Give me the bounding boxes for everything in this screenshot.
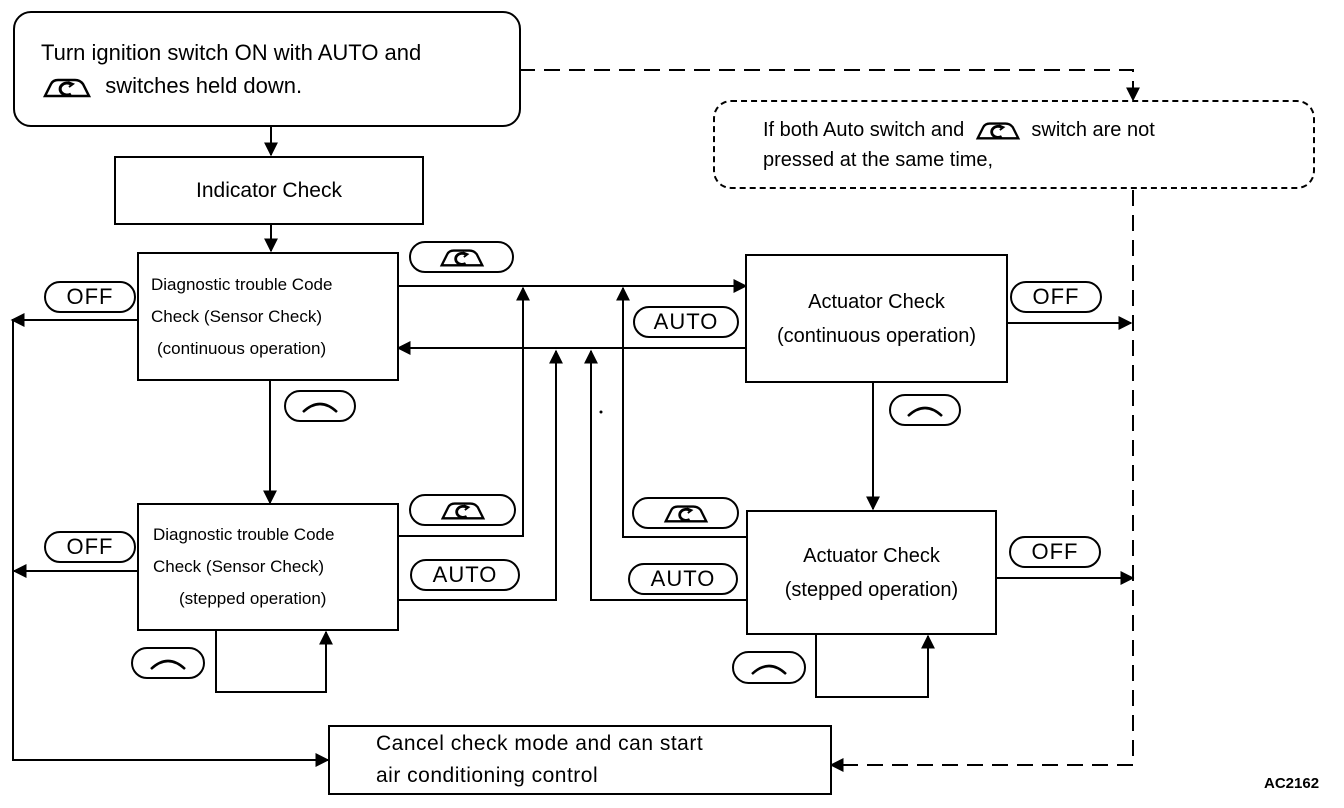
cancel-line-2: air conditioning control xyxy=(376,764,599,787)
edge-right-rail-to-cancel xyxy=(829,190,1134,772)
actuator-stepped-line-2: (stepped operation) xyxy=(784,578,959,601)
actuator-stepped-line-1: Actuator Check xyxy=(803,544,940,567)
start-line-1: Turn ignition switch ON with AUTO and xyxy=(41,40,422,65)
edge-left-rail-to-cancel xyxy=(12,320,330,767)
dtc-stepped-line-1: Diagnostic trouble Code xyxy=(153,525,335,544)
auto-label: AUTO xyxy=(650,566,716,591)
auto-button-actuator-continuous: AUTO xyxy=(633,306,739,338)
dtc-continuous-line-2: Check (Sensor Check) xyxy=(151,306,323,326)
auto-label: AUTO xyxy=(653,309,719,334)
auto-label: AUTO xyxy=(432,562,498,587)
up-switch-icon xyxy=(148,655,188,671)
stray-dot xyxy=(599,410,603,414)
off-button-actuator-continuous: OFF xyxy=(1010,281,1102,313)
actuator-continuous-line-2: (continuous operation) xyxy=(776,324,976,347)
off-label: OFF xyxy=(1032,284,1080,309)
actuator-stepped-node: Actuator Check (stepped operation) xyxy=(746,510,997,635)
recirc-button-dtc-stepped xyxy=(409,494,516,526)
off-button-actuator-stepped: OFF xyxy=(1009,536,1101,568)
auto-button-dtc-stepped: AUTO xyxy=(410,559,520,591)
actuator-continuous-line-1: Actuator Check xyxy=(808,290,945,313)
edge-dtc-stepped-auto xyxy=(398,349,563,601)
recirculation-switch-icon xyxy=(659,501,713,525)
recirculation-switch-icon xyxy=(435,245,489,269)
up-button-dtc-stepped xyxy=(131,647,205,679)
dtc-stepped-node: Diagnostic trouble Code Check (Sensor Ch… xyxy=(137,503,399,631)
note-line-2: pressed at the same time, xyxy=(763,148,994,171)
off-label: OFF xyxy=(1031,539,1079,564)
recirc-button-actuator-stepped xyxy=(632,497,739,529)
edge-start-to-note xyxy=(519,69,1140,102)
edge-actuator-stepped-loop xyxy=(815,634,935,698)
recirc-button-dtc-continuous xyxy=(409,241,514,273)
off-button-dtc-stepped: OFF xyxy=(44,531,136,563)
auto-button-actuator-stepped: AUTO xyxy=(628,563,738,595)
indicator-check-node: Indicator Check xyxy=(114,156,424,225)
up-button-dtc-continuous xyxy=(284,390,356,422)
up-switch-icon xyxy=(905,402,945,418)
edge-actuator-stepped-auto xyxy=(584,349,746,601)
recirculation-switch-icon xyxy=(41,74,93,100)
start-node: Turn ignition switch ON with AUTO and sw… xyxy=(13,11,521,127)
dtc-stepped-line-2: Check (Sensor Check) xyxy=(153,557,325,576)
note-line-1a: If both Auto switch and xyxy=(763,118,965,141)
off-label: OFF xyxy=(66,534,114,559)
note-node: If both Auto switch and switch are not p… xyxy=(713,100,1315,189)
edge-dtc-stepped-recirc xyxy=(398,286,530,537)
up-button-actuator-stepped xyxy=(732,651,806,684)
up-switch-icon xyxy=(300,398,340,414)
dtc-continuous-line-3: (continuous operation) xyxy=(157,338,327,358)
actuator-continuous-node: Actuator Check (continuous operation) xyxy=(745,254,1008,383)
start-line-2: switches held down. xyxy=(105,73,303,98)
edge-actuator-stepped-recirc xyxy=(616,286,746,538)
recirculation-switch-icon xyxy=(970,118,1026,142)
dtc-continuous-line-1: Diagnostic trouble Code xyxy=(151,274,333,294)
off-label: OFF xyxy=(66,284,114,309)
up-button-actuator-continuous xyxy=(889,394,961,426)
cancel-node: Cancel check mode and can start air cond… xyxy=(328,725,832,795)
indicator-check-label: Indicator Check xyxy=(196,178,342,202)
cancel-line-1: Cancel check mode and can start xyxy=(376,732,704,755)
off-button-dtc-continuous: OFF xyxy=(44,281,136,313)
recirculation-switch-icon xyxy=(436,498,490,522)
up-switch-icon xyxy=(749,660,789,676)
dtc-continuous-node: Diagnostic trouble Code Check (Sensor Ch… xyxy=(137,252,399,381)
dtc-stepped-line-3: (stepped operation) xyxy=(179,589,327,608)
note-line-1b: switch are not xyxy=(1031,118,1155,141)
edge-dtc-stepped-loop xyxy=(215,630,333,693)
figure-id: AC2162 xyxy=(1264,775,1320,792)
